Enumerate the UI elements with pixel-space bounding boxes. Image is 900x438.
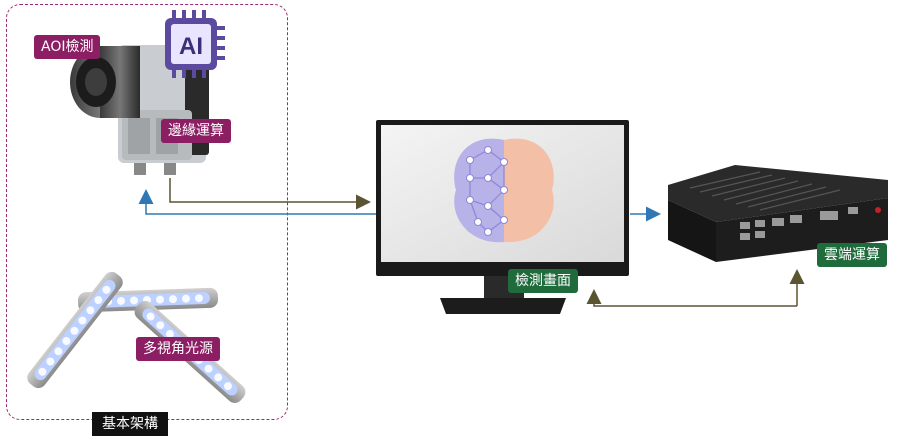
camera-to-monitor-arrow [169,178,371,210]
aoi-label: AOI檢測 [34,35,101,59]
brain-icon [454,138,554,243]
cloud-to-monitor-arrow [586,289,797,307]
screen-label: 檢測畫面 [508,269,578,293]
cloud-label: 雲端運算 [817,243,887,267]
ai-chip-label: AI [179,33,203,60]
light-label: 多視角光源 [136,337,220,361]
ai-chip-icon [165,10,225,78]
base-label: 基本架構 [92,412,168,436]
cloud-computer [668,165,888,262]
edge-label: 邊緣運算 [161,119,231,143]
monitor-to-camera-arrow [138,189,376,215]
